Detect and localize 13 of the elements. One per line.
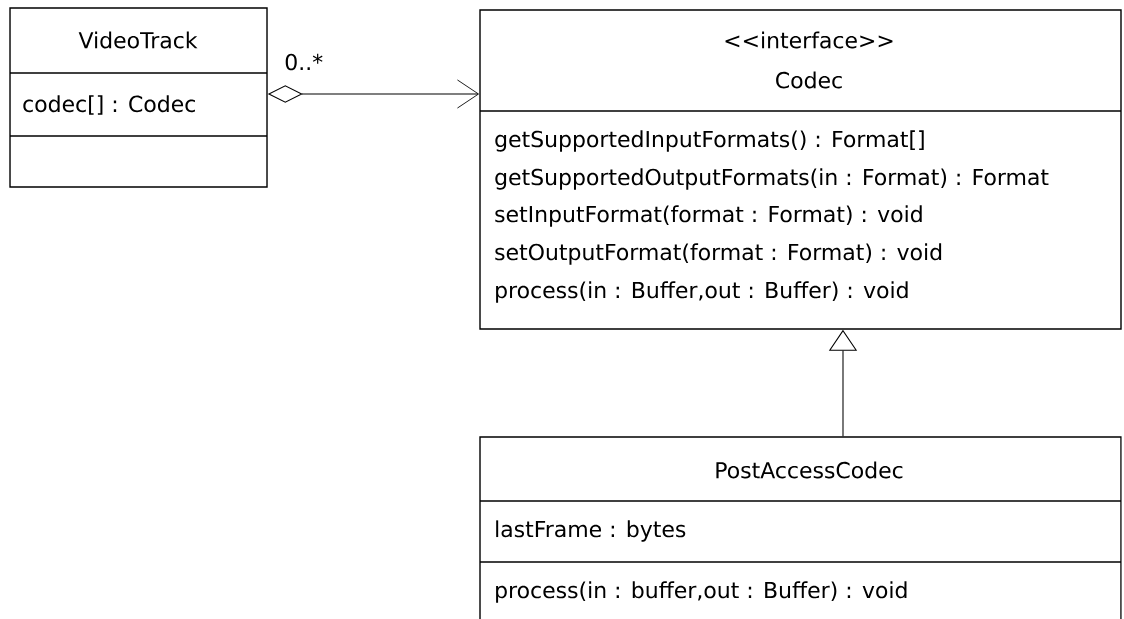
member-text: setInputFormat(format : Format) : void	[495, 205, 922, 227]
class-name: VideoTrack	[78, 31, 198, 49]
class-name: Codec	[776, 71, 842, 89]
multiplicity-label: 0..*	[282, 51, 325, 73]
member-text: getSupportedInputFormats() : Format[]	[495, 130, 924, 152]
member-text: codec[] : Codec	[23, 95, 195, 115]
member-text: setOutputFormat(format : Format) : void	[495, 243, 942, 265]
class-name: PostAccessCodec	[716, 461, 903, 479]
member-text: process(in : buffer,out : Buffer) : void	[496, 581, 907, 603]
member-text: process(in : Buffer,out : Buffer) : void	[496, 281, 908, 303]
member-text: getSupportedOutputFormats(in : Format) : Format	[495, 168, 1049, 190]
class-name: <<interface>>	[725, 31, 893, 49]
member-text: lastFrame : bytes	[496, 520, 686, 542]
